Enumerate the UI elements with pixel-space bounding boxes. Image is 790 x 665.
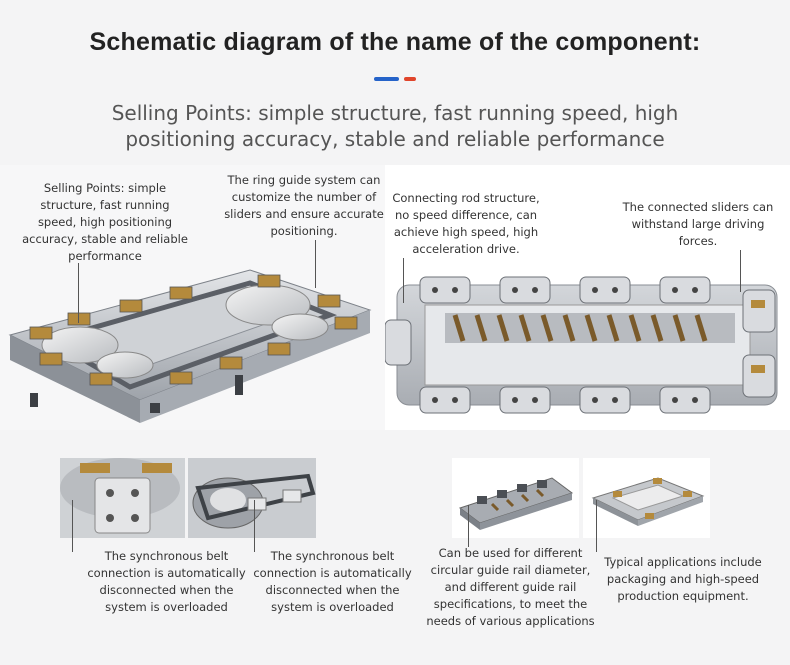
subtitle-line-1: Selling Points: simple structure, fast r… bbox=[111, 101, 679, 125]
callout-connecting-rod: Connecting rod structure, no speed diffe… bbox=[392, 191, 540, 256]
ring-guide-photo-panel bbox=[0, 165, 385, 430]
belt-pulley-image bbox=[188, 458, 316, 538]
accent-bar-blue bbox=[374, 77, 399, 81]
leader-line-caption-3 bbox=[468, 505, 469, 547]
caption-rail-diameter: Can be used for different circular guide… bbox=[426, 546, 595, 628]
slider-closeup-photo bbox=[60, 458, 185, 538]
leader-line-caption-1 bbox=[72, 500, 73, 552]
caption-belt-overload-1: The synchronous belt connection is autom… bbox=[87, 549, 246, 614]
compact-ring-image bbox=[458, 477, 574, 530]
leader-line-caption-2 bbox=[254, 500, 255, 552]
leader-line-sliders bbox=[740, 250, 741, 292]
large-ring-photo bbox=[583, 458, 710, 538]
callout-connected-sliders: The connected sliders can withstand larg… bbox=[622, 200, 774, 248]
ring-guide-system-image bbox=[8, 269, 372, 423]
leader-line-caption-4 bbox=[596, 500, 597, 552]
leader-line-ring bbox=[315, 240, 316, 288]
accent-bar-red bbox=[404, 77, 416, 81]
caption-belt-overload-2: The synchronous belt connection is autom… bbox=[253, 549, 412, 614]
rod-structure-photo-panel bbox=[385, 165, 790, 430]
callout-selling-points: Selling Points: simple structure, fast r… bbox=[22, 181, 188, 263]
compact-ring-photo bbox=[452, 458, 579, 538]
connecting-rod-system-image bbox=[385, 276, 778, 414]
page-title: Schematic diagram of the name of the com… bbox=[89, 28, 701, 56]
belt-pulley-photo bbox=[188, 458, 316, 538]
callout-ring-guide: The ring guide system can customize the … bbox=[224, 173, 384, 238]
caption-typical-applications: Typical applications include packaging a… bbox=[604, 555, 762, 603]
leader-line-rod bbox=[403, 258, 404, 303]
large-ring-image bbox=[591, 477, 705, 526]
slider-closeup-image bbox=[60, 458, 185, 538]
subtitle-line-2: positioning accuracy, stable and reliabl… bbox=[125, 127, 665, 151]
page-subtitle: Selling Points: simple structure, fast r… bbox=[60, 100, 730, 152]
leader-line-selling bbox=[78, 263, 79, 323]
